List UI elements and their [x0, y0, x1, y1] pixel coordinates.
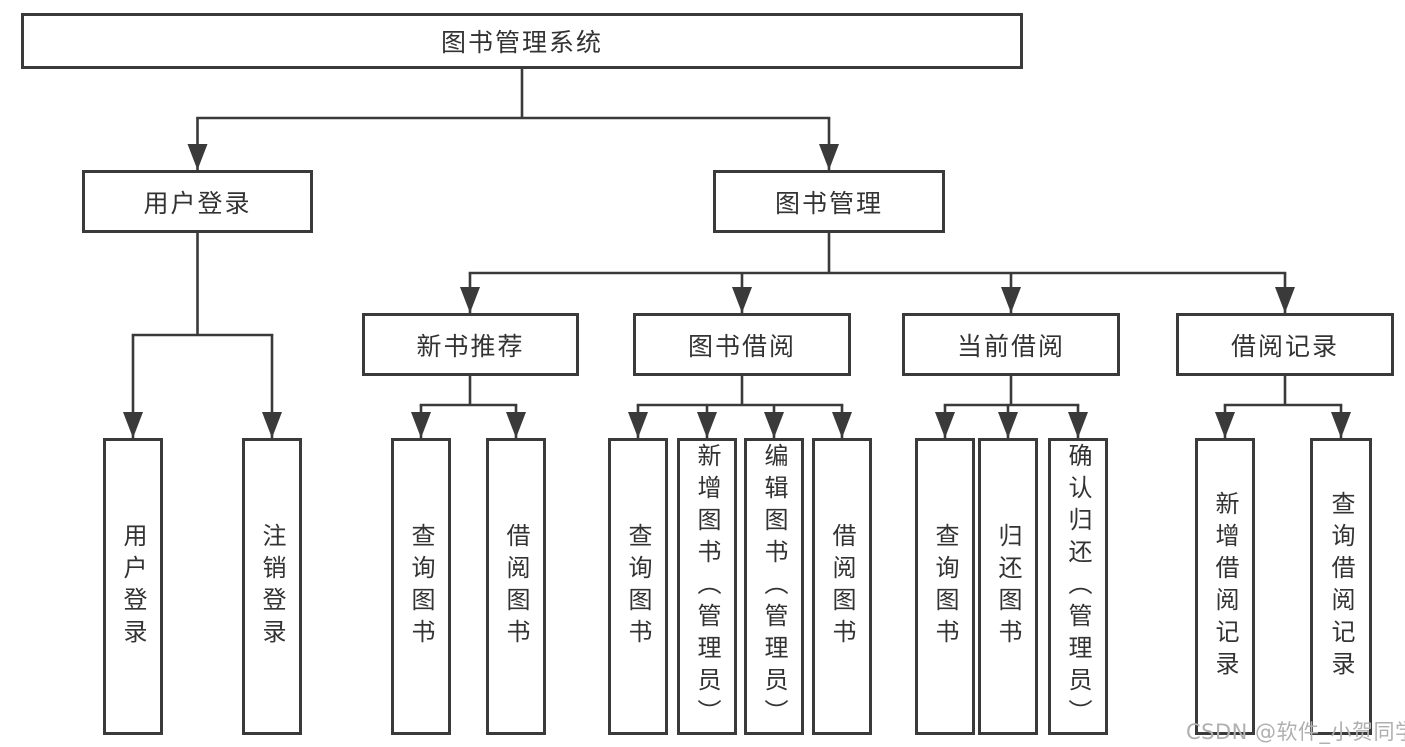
leaf-cb-return-books: 归还图书: [978, 438, 1038, 735]
leaf-br-query-record-label: 查询借阅记录: [1327, 490, 1355, 683]
leaf-bb-edit-book-admin-label: 编辑图书（管理员）: [760, 442, 788, 731]
leaf-br-add-record-label: 新增借阅记录: [1211, 490, 1239, 683]
connector-borrow-records: [1215, 376, 1351, 438]
node-book-borrow: 图书借阅: [633, 313, 851, 376]
connector-book-borrow: [628, 376, 852, 438]
leaf-logout-label: 注销登录: [258, 522, 286, 651]
leaf-cb-query-books-label: 查询图书: [931, 522, 959, 651]
leaf-nbr-query-books: 查询图书: [391, 438, 451, 735]
leaf-logout: 注销登录: [242, 438, 302, 735]
node-user-login: 用户登录: [82, 170, 313, 233]
leaf-bb-borrow-books: 借阅图书: [812, 438, 872, 735]
leaf-user-login-label: 用户登录: [119, 522, 147, 651]
leaf-bb-edit-book-admin: 编辑图书（管理员）: [744, 438, 804, 735]
leaf-user-login: 用户登录: [103, 438, 163, 735]
node-new-book-recommend: 新书推荐: [362, 313, 579, 376]
node-new-book-recommend-label: 新书推荐: [416, 331, 525, 361]
csdn-watermark: CSDN @软件_小贺同学: [1186, 720, 1405, 744]
leaf-br-query-record: 查询借阅记录: [1310, 438, 1372, 735]
node-root-label: 图书管理系统: [440, 28, 603, 57]
leaf-nbr-query-books-label: 查询图书: [407, 522, 435, 651]
node-borrow-records: 借阅记录: [1176, 313, 1394, 376]
leaf-bb-add-book-admin-label: 新增图书（管理员）: [693, 442, 721, 731]
node-current-borrow-label: 当前借阅: [956, 331, 1065, 361]
leaf-nbr-borrow-books: 借阅图书: [486, 438, 546, 735]
leaf-cb-confirm-return-admin-label: 确认归还（管理员）: [1064, 442, 1092, 731]
leaf-bb-borrow-books-label: 借阅图书: [828, 522, 856, 651]
connector-root: [187, 69, 839, 170]
node-book-borrow-label: 图书借阅: [687, 331, 796, 361]
leaf-nbr-borrow-books-label: 借阅图书: [502, 522, 530, 651]
connector-user-login: [123, 233, 282, 438]
node-current-borrow: 当前借阅: [902, 313, 1120, 376]
leaf-bb-add-book-admin: 新增图书（管理员）: [677, 438, 737, 735]
node-book-management-label: 图书管理: [774, 188, 883, 218]
node-user-login-label: 用户登录: [143, 188, 252, 218]
node-book-management: 图书管理: [713, 170, 945, 233]
leaf-cb-confirm-return-admin: 确认归还（管理员）: [1048, 438, 1108, 735]
leaf-cb-query-books: 查询图书: [915, 438, 975, 735]
leaf-bb-query-books-label: 查询图书: [624, 522, 652, 651]
connector-new-book-recommend: [411, 376, 526, 438]
connector-book-management: [460, 233, 1295, 313]
leaf-br-add-record: 新增借阅记录: [1195, 438, 1255, 735]
leaf-cb-return-books-label: 归还图书: [994, 522, 1022, 651]
node-root: 图书管理系统: [21, 13, 1023, 69]
connector-current-borrow: [935, 376, 1088, 438]
node-borrow-records-label: 借阅记录: [1230, 331, 1339, 361]
leaf-bb-query-books: 查询图书: [608, 438, 668, 735]
